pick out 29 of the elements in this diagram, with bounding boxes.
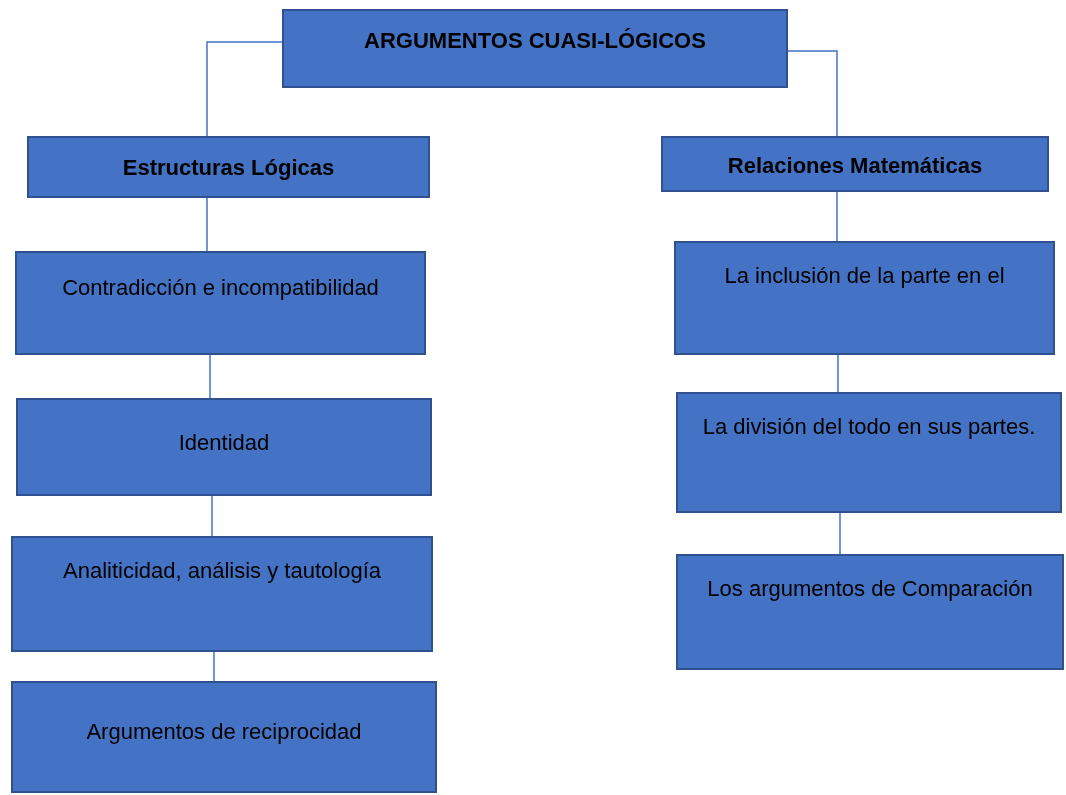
concept-box bbox=[676, 554, 1064, 670]
concept-box bbox=[676, 392, 1062, 513]
connector-line bbox=[787, 50, 838, 137]
concept-box bbox=[282, 9, 788, 88]
connector-line bbox=[836, 191, 838, 242]
concept-text: Analiticidad, análisis y tautología bbox=[63, 557, 381, 585]
connector-line bbox=[206, 197, 208, 252]
connector-line bbox=[211, 495, 213, 537]
concept-box bbox=[27, 136, 430, 198]
connector-line bbox=[839, 512, 841, 555]
concept-text: Argumentos de reciprocidad bbox=[86, 718, 362, 746]
connector-line bbox=[213, 651, 215, 682]
heading-text: ARGUMENTOS CUASI-LÓGICOS bbox=[364, 27, 706, 55]
connector-line bbox=[209, 354, 211, 399]
concept-box bbox=[15, 251, 426, 355]
concept-box bbox=[11, 536, 433, 652]
concept-box bbox=[674, 241, 1055, 355]
heading-text: Estructuras Lógicas bbox=[122, 154, 335, 182]
heading-text: Relaciones Matemáticas bbox=[727, 152, 983, 180]
concept-text: La inclusión de la parte en el bbox=[724, 262, 1005, 290]
concept-text: Identidad bbox=[178, 429, 270, 457]
concept-box bbox=[16, 398, 432, 496]
concept-text: La división del todo en sus partes. bbox=[702, 413, 1036, 441]
concept-box bbox=[11, 681, 437, 793]
concept-text: Contradicción e incompatibilidad bbox=[62, 274, 379, 302]
connector-line bbox=[837, 354, 839, 393]
concept-box bbox=[661, 136, 1049, 192]
connector-line bbox=[206, 41, 283, 137]
concept-text: Los argumentos de Comparación bbox=[707, 575, 1033, 603]
